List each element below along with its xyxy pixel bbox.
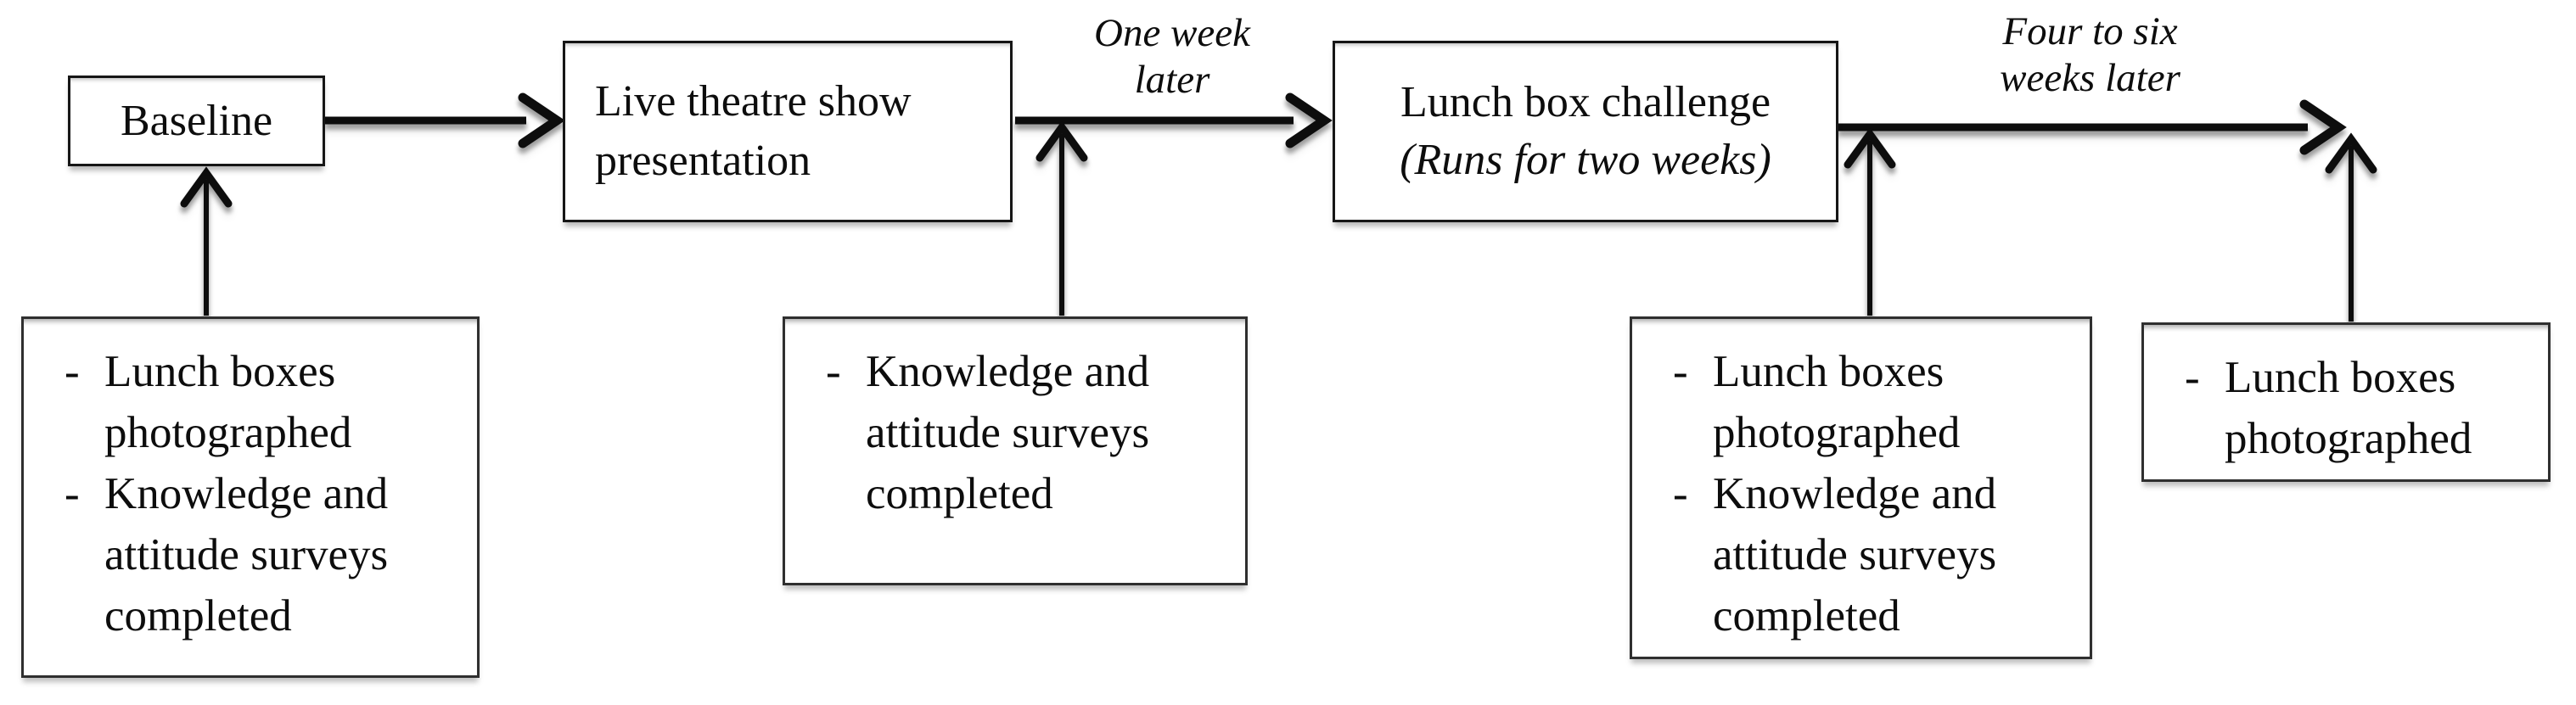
note-item: - Lunch boxes photographed: [1632, 341, 2071, 463]
note-item-text: Lunch boxes photographed: [104, 347, 352, 457]
challenge-subtitle: (Runs for two weeks): [1400, 136, 1771, 184]
note-item: - Lunch boxes photographed: [24, 341, 458, 463]
theatre-label: Live theatre show presentation: [595, 77, 912, 185]
note-item: - Knowledge and attitude surveys complet…: [24, 463, 458, 646]
baseline-box: Baseline: [68, 76, 325, 166]
interval-one-week-line2: later: [1134, 58, 1210, 102]
arrow-up-challenge-note: [1844, 127, 1896, 316]
arrow-theatre-to-challenge: [1015, 92, 1333, 148]
arrow-up-baseline-note: [180, 166, 233, 316]
bullet-dash: -: [65, 469, 80, 518]
arrow-up-followup-note: [2325, 132, 2377, 322]
note-list: - Lunch boxes photographed - Knowledge a…: [1632, 341, 2090, 646]
bullet-dash: -: [1673, 469, 1688, 518]
note-item-text: Lunch boxes photographed: [1713, 347, 1961, 457]
interval-label-four-six-weeks: Four to six weeks later: [1944, 8, 2236, 102]
note-box-baseline: - Lunch boxes photographed - Knowledge a…: [21, 316, 480, 678]
note-list: - Lunch boxes photographed - Knowledge a…: [24, 341, 477, 646]
bullet-dash: -: [826, 347, 841, 396]
arrow-challenge-to-followup: [1838, 99, 2347, 155]
interval-four-six-line1: Four to six: [2002, 9, 2178, 53]
baseline-label: Baseline: [120, 96, 273, 145]
interval-one-week-line1: One week: [1094, 11, 1250, 55]
note-box-followup: - Lunch boxes photographed: [2141, 322, 2551, 482]
note-item: - Knowledge and attitude surveys complet…: [1632, 463, 2071, 646]
interval-label-one-week: One week later: [1032, 10, 1312, 104]
note-box-theatre: - Knowledge and attitude surveys complet…: [783, 316, 1248, 585]
note-item-text: Knowledge and attitude surveys completed: [104, 469, 389, 641]
challenge-box: Lunch box challenge (Runs for two weeks): [1333, 41, 1838, 222]
interval-four-six-line2: weeks later: [2000, 56, 2180, 100]
note-item: - Lunch boxes photographed: [2144, 347, 2529, 469]
challenge-title: Lunch box challenge: [1400, 78, 1771, 126]
note-item-text: Knowledge and attitude surveys completed: [866, 347, 1150, 518]
note-item-text: Knowledge and attitude surveys completed: [1713, 469, 1997, 641]
note-item: - Knowledge and attitude surveys complet…: [785, 341, 1226, 524]
bullet-dash: -: [2185, 353, 2200, 402]
note-item-text: Lunch boxes photographed: [2225, 353, 2472, 463]
bullet-dash: -: [65, 347, 80, 396]
arrow-baseline-to-theatre: [325, 92, 565, 148]
theatre-box: Live theatre show presentation: [563, 41, 1013, 222]
note-list: - Knowledge and attitude surveys complet…: [785, 341, 1245, 524]
bullet-dash: -: [1673, 347, 1688, 396]
note-list: - Lunch boxes photographed: [2144, 347, 2548, 469]
arrow-up-theatre-note: [1035, 120, 1088, 316]
note-box-challenge: - Lunch boxes photographed - Knowledge a…: [1630, 316, 2092, 659]
